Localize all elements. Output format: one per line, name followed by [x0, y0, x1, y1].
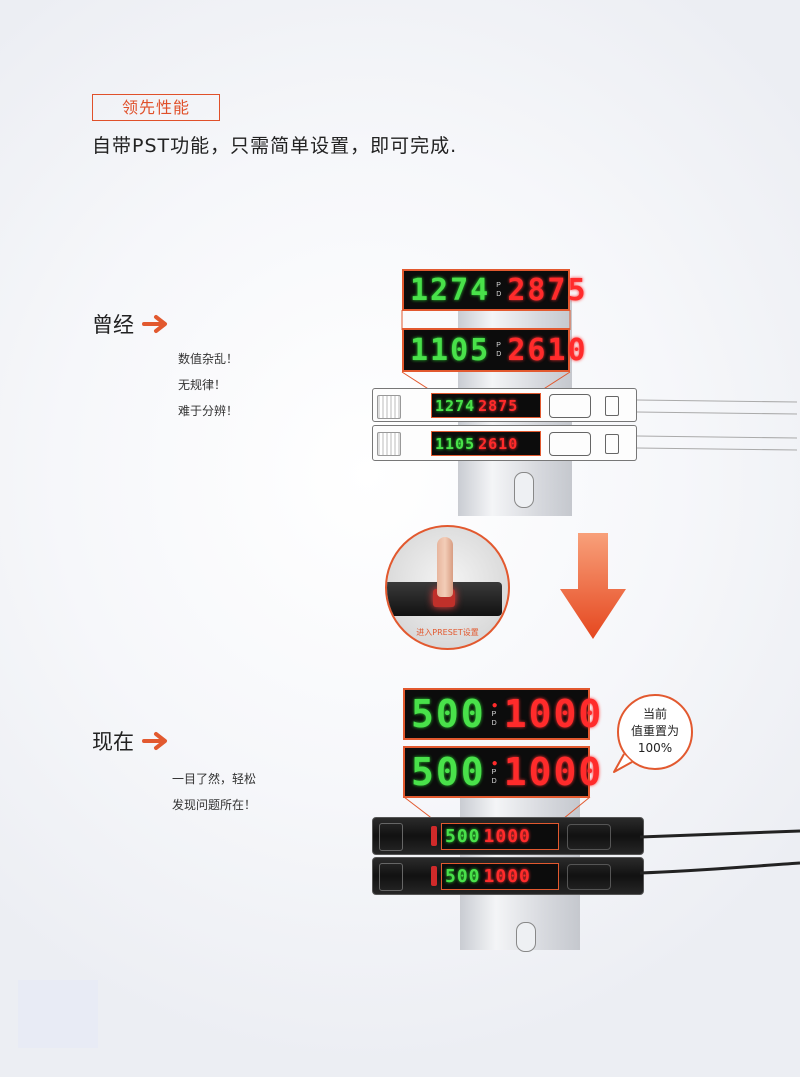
note-line: 发现问题所在！	[172, 798, 257, 812]
fiber-sensor-amp: 1105 2610	[372, 425, 637, 461]
value-current: 1105	[410, 332, 491, 368]
value-current: 1274	[410, 272, 491, 308]
status-led	[431, 826, 437, 846]
connector-clip	[377, 395, 401, 419]
rail-slot	[514, 472, 534, 508]
rail-slot	[516, 922, 536, 952]
before-notes: 数值杂乱！ 无规律！ 难于分辨！	[178, 346, 238, 424]
before-title: 曾经	[92, 313, 134, 337]
fiber-sensor-amp: 500 1000	[372, 817, 644, 855]
arrow-right-icon	[142, 732, 167, 750]
bubble-tail	[613, 753, 633, 773]
value-threshold: 1000	[503, 750, 604, 794]
note-line: 无规律！	[178, 378, 227, 392]
before-title-row: 曾经	[92, 309, 170, 339]
after-title-row: 现在	[92, 726, 170, 756]
reset-bubble: 当前 值重置为 100%	[617, 694, 693, 770]
status-led	[431, 866, 437, 886]
sensor-display: 500 1000	[441, 823, 559, 850]
fiber-sensor-amp: 500 1000	[372, 857, 644, 895]
connector-clip	[379, 863, 403, 891]
mode-button[interactable]	[549, 394, 591, 418]
mode-button[interactable]	[567, 864, 611, 890]
fiber-sensor-amp: 1274 2875	[372, 388, 637, 422]
fiber-cables	[637, 399, 797, 451]
section-tag: 领先性能	[92, 94, 220, 121]
value-current: 500	[411, 750, 486, 794]
set-button[interactable]	[605, 396, 619, 416]
arrow-right-icon	[142, 315, 167, 333]
value-threshold: 1000	[503, 692, 604, 736]
mode-button[interactable]	[567, 824, 611, 850]
value-threshold: 2610	[507, 332, 588, 368]
sensor-display: 1274 2875	[431, 393, 541, 418]
decorative-block	[18, 980, 98, 1048]
set-button[interactable]	[605, 434, 619, 454]
mode-button[interactable]	[549, 432, 591, 456]
note-line: 一目了然，轻松	[172, 772, 257, 786]
preset-caption: 进入PRESET设置	[416, 628, 479, 637]
note-line: 数值杂乱！	[178, 352, 239, 366]
arrow-down-icon	[560, 533, 626, 639]
headline: 自带PST功能，只需简单设置，即可完成.	[92, 135, 458, 157]
sensor-display: 500 1000	[441, 863, 559, 890]
after-notes: 一目了然，轻松 发现问题所在！	[172, 766, 256, 818]
fiber-cables	[640, 829, 800, 875]
connector-clip	[377, 432, 401, 456]
value-current: 500	[411, 692, 486, 736]
note-line: 难于分辨！	[178, 404, 239, 418]
zoom-connector	[401, 310, 571, 391]
sensor-display: 1105 2610	[431, 431, 541, 456]
after-title: 现在	[92, 730, 134, 754]
finger-icon	[437, 537, 453, 597]
preset-button-closeup: 进入PRESET设置	[385, 525, 510, 650]
value-threshold: 2875	[507, 272, 588, 308]
connector-clip	[379, 823, 403, 851]
